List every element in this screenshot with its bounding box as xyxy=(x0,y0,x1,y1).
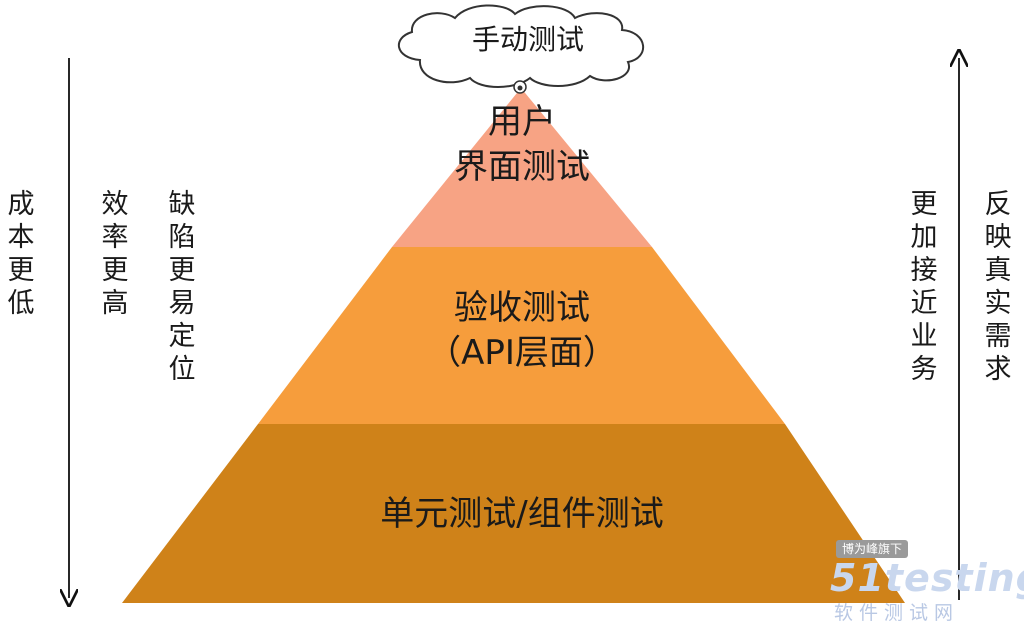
tier-ui-line1: 用户 xyxy=(488,102,556,142)
pyramid-tier-unit xyxy=(122,424,905,603)
watermark-subtitle: 软件测试网 xyxy=(834,602,960,624)
pyramid-tier-acceptance xyxy=(258,247,785,424)
cloud-label: 手动测试 xyxy=(471,23,584,56)
cloud-shape xyxy=(397,4,645,88)
cloud-tail-dot xyxy=(517,85,523,91)
right-text-business: 更加接近业务 xyxy=(910,189,938,385)
left-text-cost: 成本更低 xyxy=(7,189,35,319)
watermark-logo: 51testing xyxy=(830,556,1024,600)
tier-ui-label: 用户 界面测试 xyxy=(422,100,622,190)
tier-unit-line1: 单元测试/组件测试 xyxy=(380,494,664,534)
left-text-defect: 缺陷更易定位 xyxy=(168,189,196,385)
tier-ui-line2: 界面测试 xyxy=(454,146,590,187)
tier-acceptance-line1: 验收测试 xyxy=(454,288,590,328)
pyramid-tier-ui xyxy=(392,88,652,247)
right-text-requirements: 反映真实需求 xyxy=(984,189,1012,385)
tier-acceptance-line2: （API层面） xyxy=(427,332,617,373)
tier-acceptance-label: 验收测试 （API层面） xyxy=(397,286,647,376)
watermark-badge: 博为峰旗下 xyxy=(836,540,909,558)
left-text-efficiency: 效率更高 xyxy=(101,189,129,319)
tier-unit-label: 单元测试/组件测试 xyxy=(322,492,722,537)
